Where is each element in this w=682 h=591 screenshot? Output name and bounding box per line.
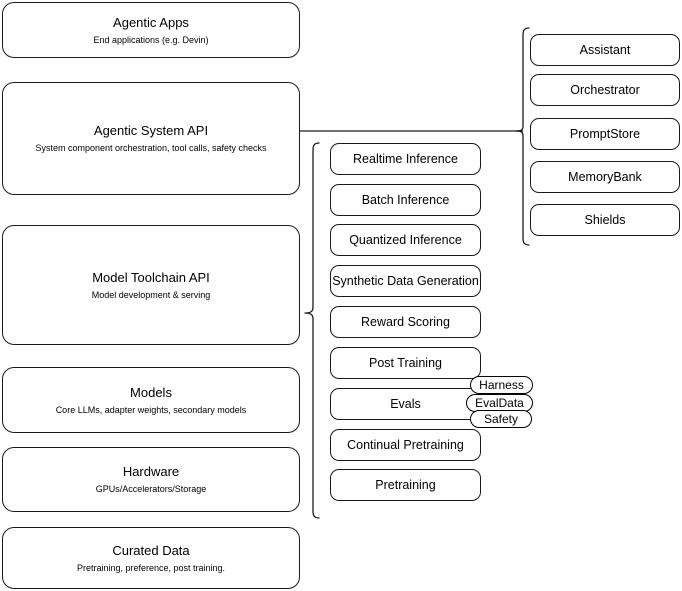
- capability-evals: Evals: [330, 388, 481, 420]
- brace-agentic-system-components: [515, 26, 531, 248]
- component-orchestrator: Orchestrator: [530, 74, 680, 106]
- layer-title: Models: [130, 384, 172, 400]
- capability-label: Realtime Inference: [353, 152, 458, 166]
- capability-batch-inference: Batch Inference: [330, 184, 481, 216]
- evals-subcomponent-safety: Safety: [470, 410, 532, 428]
- component-shields: Shields: [530, 204, 680, 236]
- evals-subcomponent-label: Safety: [483, 411, 519, 426]
- capability-reward-scoring: Reward Scoring: [330, 306, 481, 338]
- layer-hardware: Hardware GPUs/Accelerators/Storage: [2, 447, 300, 512]
- layer-subtitle: GPUs/Accelerators/Storage: [95, 484, 207, 494]
- layer-subtitle: Model development & serving: [91, 289, 211, 300]
- layer-subtitle: Pretraining, preference, post training.: [76, 562, 226, 573]
- capability-label: Synthetic Data Generation: [332, 274, 479, 288]
- layer-agentic-apps: Agentic Apps End applications (e.g. Devi…: [2, 2, 300, 58]
- component-assistant: Assistant: [530, 34, 680, 66]
- capability-quantized-inference: Quantized Inference: [330, 224, 481, 256]
- component-label: Assistant: [579, 43, 631, 57]
- component-label: Orchestrator: [570, 83, 640, 97]
- layer-title: Hardware: [122, 464, 180, 479]
- capability-label: Batch Inference: [361, 193, 450, 207]
- capability-label: Reward Scoring: [361, 315, 450, 329]
- layer-title: Curated Data: [112, 542, 190, 558]
- component-label: PromptStore: [569, 127, 641, 141]
- layer-curated-data: Curated Data Pretraining, preference, po…: [2, 527, 300, 589]
- capability-label: Post Training: [369, 356, 442, 370]
- component-label: MemoryBank: [568, 170, 642, 184]
- layer-title: Model Toolchain API: [92, 269, 210, 285]
- brace-toolchain-capabilities: [301, 141, 321, 521]
- capability-realtime-inference: Realtime Inference: [330, 143, 481, 175]
- evals-subcomponent-harness: Harness: [470, 376, 533, 394]
- evals-subcomponent-label: EvalData: [475, 395, 524, 410]
- component-memorybank: MemoryBank: [530, 161, 680, 193]
- layer-agentic-system-api: Agentic System API System component orch…: [2, 82, 300, 195]
- capability-label: Quantized Inference: [349, 233, 462, 247]
- layer-title: Agentic Apps: [113, 14, 189, 30]
- layer-title: Agentic System API: [93, 123, 209, 138]
- capability-label: Evals: [390, 397, 421, 411]
- layer-subtitle: End applications (e.g. Devin): [93, 34, 209, 45]
- connector-agentic-system-api: [300, 123, 525, 139]
- layer-subtitle: Core LLMs, adapter weights, secondary mo…: [55, 404, 247, 415]
- evals-subcomponent-label: Harness: [479, 377, 524, 392]
- component-label: Shields: [584, 213, 626, 227]
- capability-label: Pretraining: [375, 478, 436, 492]
- capability-continual-pretraining: Continual Pretraining: [330, 429, 481, 461]
- capability-synthetic-data-generation: Synthetic Data Generation: [330, 265, 481, 297]
- layer-models: Models Core LLMs, adapter weights, secon…: [2, 367, 300, 433]
- layer-subtitle: System component orchestration, tool cal…: [35, 143, 267, 153]
- capability-pretraining: Pretraining: [330, 469, 481, 501]
- layer-model-toolchain-api: Model Toolchain API Model development & …: [2, 225, 300, 345]
- capability-label: Continual Pretraining: [347, 438, 464, 452]
- capability-post-training: Post Training: [330, 347, 481, 379]
- component-promptstore: PromptStore: [530, 118, 680, 150]
